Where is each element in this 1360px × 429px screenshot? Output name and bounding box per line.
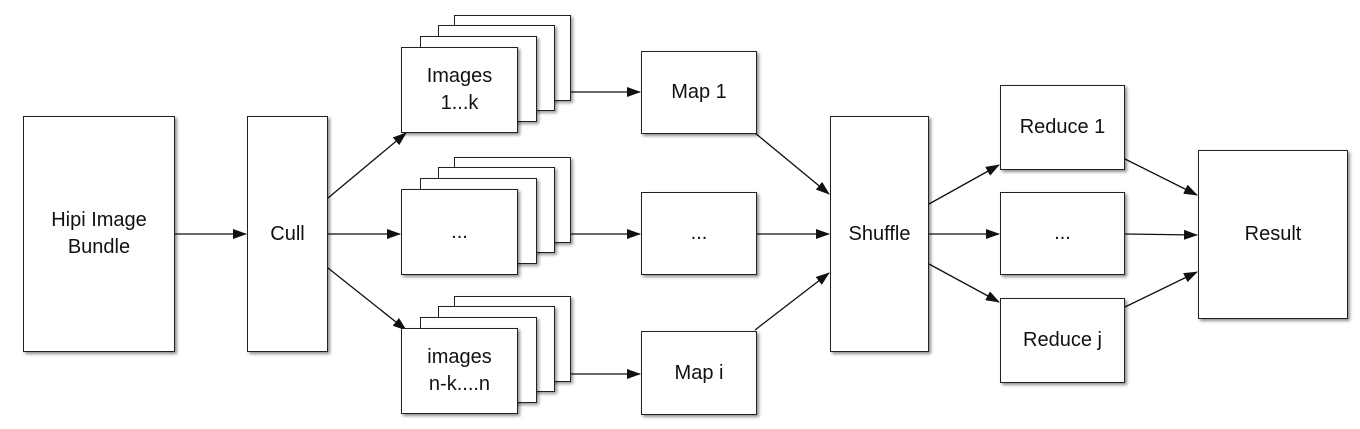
reduce-top-box: Reduce 1 <box>1000 85 1125 170</box>
reduce-middle-label: ... <box>1054 222 1071 244</box>
arrow-map-bottom-to-shuffle <box>754 272 830 331</box>
reduce-top-label: Reduce 1 <box>1019 116 1106 138</box>
map-middle-box: ... <box>641 192 757 275</box>
cull-label: Cull <box>270 222 305 245</box>
map-bottom-box: Map i <box>641 331 757 415</box>
hipi-image-bundle-box: Hipi Image Bundle <box>23 116 175 352</box>
shuffle-box: Shuffle <box>830 116 929 352</box>
image-group-bottom-label: images n-k....n <box>427 346 492 395</box>
image-group-middle-label: ... <box>451 220 468 243</box>
arrow-cull-to-group-top <box>327 132 407 199</box>
cull-box: Cull <box>247 116 328 352</box>
arrow-reduce-top-to-result <box>1124 158 1198 196</box>
image-group-middle-box: ... <box>401 189 518 275</box>
image-group-top-box: Images 1...k <box>401 47 518 133</box>
map-middle-label: ... <box>690 222 708 244</box>
arrow-reduce-mid-to-result <box>1124 229 1198 240</box>
arrow-shuffle-to-reduce-bottom <box>928 263 1000 303</box>
result-label: Result <box>1244 223 1302 245</box>
arrow-shuffle-to-reduce-top <box>928 164 1000 205</box>
image-group-top-label: Images 1...k <box>426 65 493 114</box>
arrow-reduce-bottom-to-result <box>1124 271 1198 308</box>
reduce-bottom-label: Reduce j <box>1023 329 1102 351</box>
arrow-cull-to-group-bottom <box>327 267 407 331</box>
reduce-middle-box: ... <box>1000 192 1125 275</box>
reduce-bottom-box: Reduce j <box>1000 298 1125 383</box>
map-bottom-label: Map i <box>674 361 724 384</box>
map-top-label: Map 1 <box>671 81 727 103</box>
arrow-map-top-to-shuffle <box>754 132 830 195</box>
hipi-image-bundle-label: Hipi Image Bundle <box>51 209 147 258</box>
shuffle-label: Shuffle <box>848 222 911 245</box>
result-box: Result <box>1198 150 1348 319</box>
map-top-box: Map 1 <box>641 51 757 134</box>
image-group-bottom-box: images n-k....n <box>401 328 518 414</box>
